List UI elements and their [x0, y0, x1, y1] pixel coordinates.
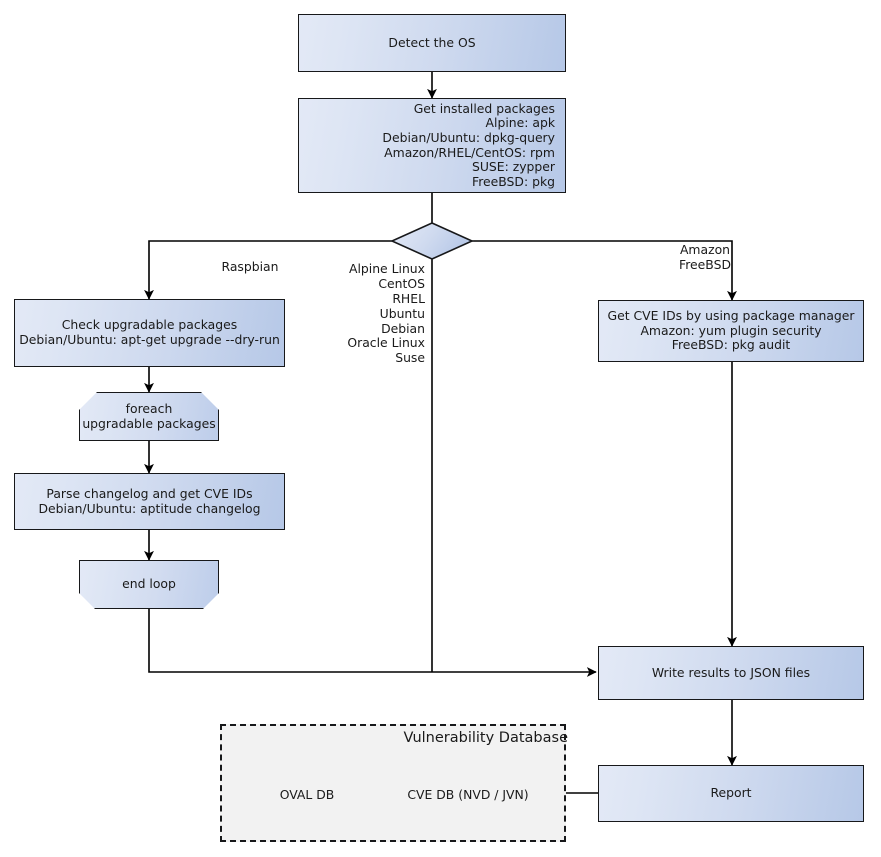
os-decision-diamond — [390, 222, 474, 260]
node-detect-the-os[interactable]: Detect the OS — [298, 14, 566, 72]
cve-db-label: CVE DB (NVD / JVN) — [407, 787, 529, 802]
edge-label-raspbian: Raspbian — [221, 259, 279, 274]
edge-label-amazon-freebsd: Amazon FreeBSD — [679, 242, 731, 272]
node-foreach-upgradable-packages[interactable]: foreach upgradable packages — [79, 392, 219, 441]
node-check-upgradable-packages[interactable]: Check upgradable packages Debian/Ubuntu:… — [14, 299, 285, 367]
vulnerability-database-group — [220, 724, 566, 842]
node-get-installed-packages[interactable]: Get installed packages Alpine: apk Debia… — [298, 98, 566, 193]
node-parse-changelog[interactable]: Parse changelog and get CVE IDs Debian/U… — [14, 473, 285, 530]
node-report[interactable]: Report — [598, 765, 864, 822]
edge-label-center-os-list: Alpine Linux CentOS RHEL Ubuntu Debian O… — [347, 261, 425, 366]
vulnerability-database-title: Vulnerability Database — [403, 730, 568, 746]
node-write-results-to-json[interactable]: Write results to JSON files — [598, 646, 864, 700]
node-get-cve-ids[interactable]: Get CVE IDs by using package manager Ama… — [598, 300, 864, 362]
edge-end-loop-to-write-results — [148, 609, 597, 677]
oval-db-label: OVAL DB — [279, 787, 335, 802]
node-end-loop[interactable]: end loop — [79, 560, 219, 609]
